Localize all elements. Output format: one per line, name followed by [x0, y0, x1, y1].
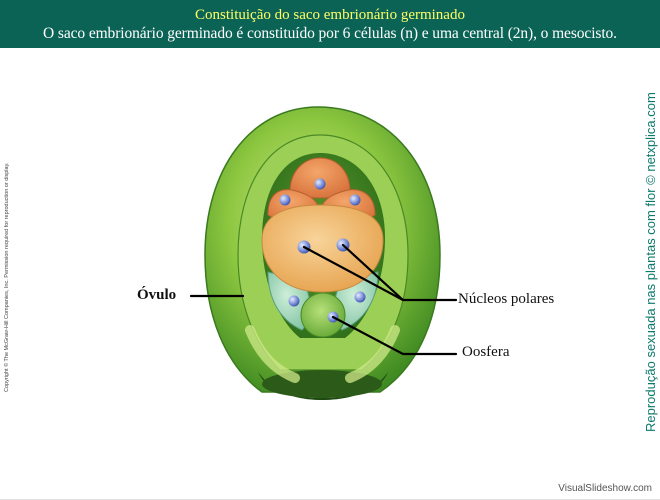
integument-fold-left	[245, 325, 300, 383]
egg-cell	[300, 292, 346, 338]
antipodal-cell-top	[289, 157, 351, 199]
antipodal-nucleus-2	[279, 194, 291, 206]
leader-lines	[189, 243, 458, 356]
synergid-nucleus-left	[288, 295, 300, 307]
leader-line-polar-1	[302, 245, 405, 302]
integument-fold-right	[345, 325, 400, 383]
label-ovulo: Óvulo	[137, 287, 177, 303]
label-oosfera: Oosfera	[462, 344, 510, 360]
central-cell-body	[261, 204, 384, 293]
page-title: Constituição do saco embrionário germina…	[195, 7, 465, 23]
header-banner: Constituição do saco embrionário germina…	[0, 0, 660, 48]
copyright-notice: Copyright © The McGraw-Hill Companies, I…	[4, 162, 10, 392]
label-nucleos-polares: Núcleos polares	[458, 291, 555, 307]
leader-line-oosfera	[331, 315, 458, 356]
synergid-nucleus-right	[354, 291, 366, 303]
egg-cell-body	[300, 292, 346, 338]
leader-line-polar-2	[341, 243, 405, 302]
side-credit: Reprodução sexuada nas plantas com flor …	[643, 92, 658, 432]
page-subtitle: O saco embrionário germinado é constituí…	[43, 25, 617, 42]
footer-credit: VisualSlideshow.com	[558, 483, 652, 494]
antipodal-nucleus-3	[349, 194, 361, 206]
antipodal-nucleus-1	[314, 178, 326, 190]
